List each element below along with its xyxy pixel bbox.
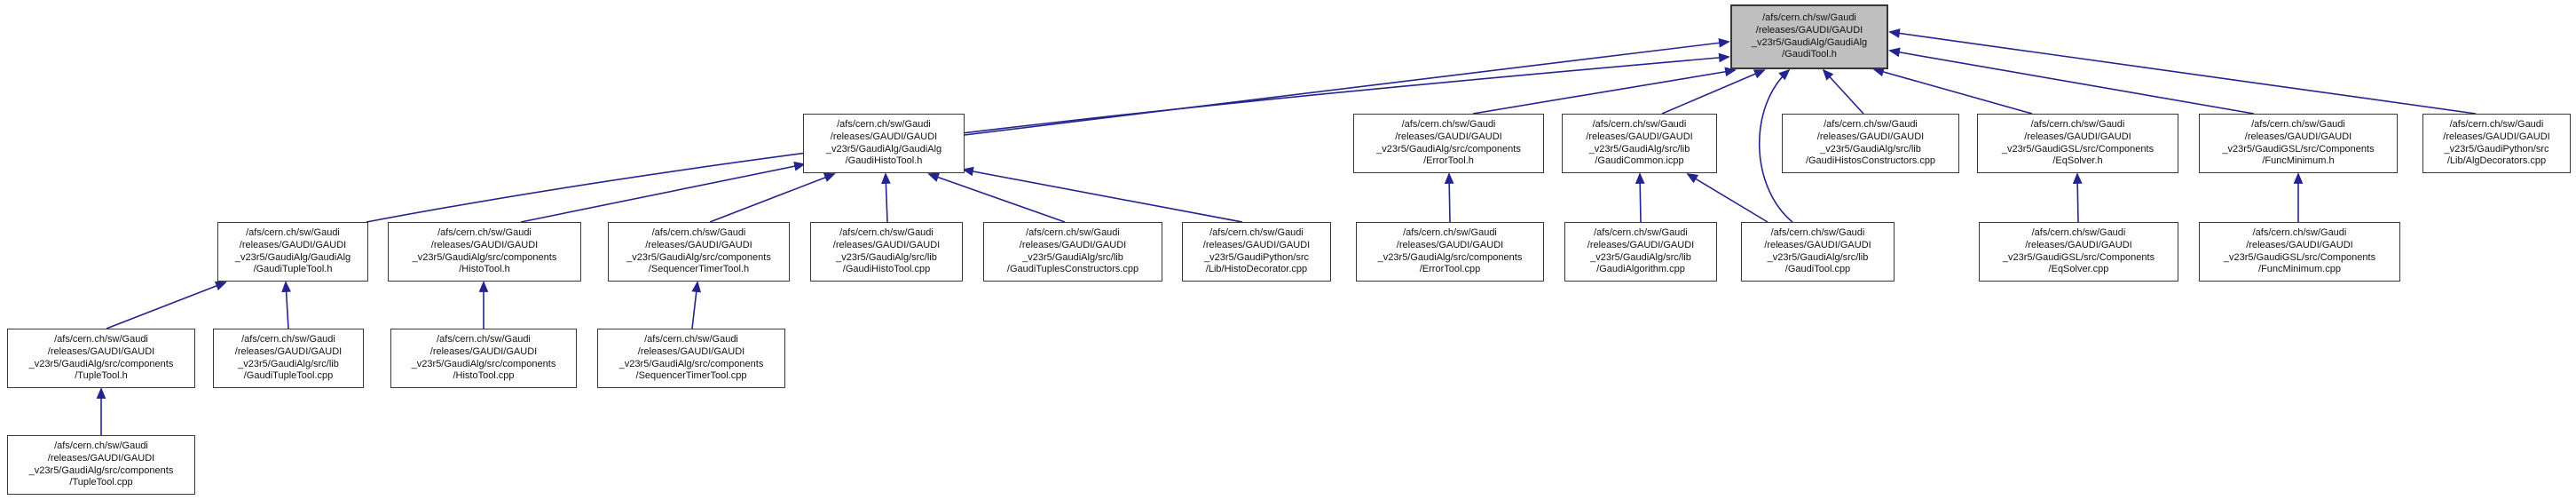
- node-SequencerTimerTool.h[interactable]: /afs/cern.ch/sw/Gaudi /releases/GAUDI/GA…: [608, 222, 790, 282]
- edge-GaudiHistoTool.h-to-GaudiTool.h: [964, 37, 1730, 136]
- node-HistoTool.h[interactable]: /afs/cern.ch/sw/Gaudi /releases/GAUDI/GA…: [388, 222, 581, 282]
- edge-GaudiHistosConstructors.cpp-to-GaudiTool.h: [1822, 68, 1864, 115]
- node-GaudiTupleTool.h[interactable]: /afs/cern.ch/sw/Gaudi /releases/GAUDI/GA…: [217, 222, 368, 282]
- node-GaudiTupleTool.cpp[interactable]: /afs/cern.ch/sw/Gaudi /releases/GAUDI/GA…: [213, 329, 364, 388]
- node-ErrorTool.cpp[interactable]: /afs/cern.ch/sw/Gaudi /releases/GAUDI/GA…: [1356, 222, 1544, 282]
- edge-HistoDecorator.cpp-to-GaudiHistoTool.h: [962, 166, 1243, 223]
- edge-EqSolver.h-to-GaudiTool.h: [1872, 67, 2033, 115]
- node-HistoDecorator.cpp[interactable]: /afs/cern.ch/sw/Gaudi /releases/GAUDI/GA…: [1182, 222, 1331, 282]
- node-GaudiCommon.icpp[interactable]: /afs/cern.ch/sw/Gaudi /releases/GAUDI/GA…: [1562, 114, 1717, 173]
- edge-GaudiTupleTool.h-to-GaudiTool.h: [366, 52, 1730, 223]
- edge-GaudiHistoTool.cpp-to-GaudiHistoTool.h: [881, 172, 891, 223]
- edge-AlgDecorators.cpp-to-GaudiTool.h: [1888, 28, 2477, 115]
- node-AlgDecorators.cpp[interactable]: /afs/cern.ch/sw/Gaudi /releases/GAUDI/GA…: [2422, 114, 2571, 173]
- node-FuncMinimum.cpp[interactable]: /afs/cern.ch/sw/Gaudi /releases/GAUDI/GA…: [2199, 222, 2400, 282]
- edge-SequencerTimerTool.h-to-GaudiHistoTool.h: [709, 172, 836, 223]
- edge-TupleTool.h-to-GaudiTupleTool.h: [106, 281, 227, 329]
- edge-GaudiAlgorithm.cpp-to-GaudiCommon.icpp: [1635, 172, 1645, 223]
- node-HistoTool.cpp[interactable]: /afs/cern.ch/sw/Gaudi /releases/GAUDI/GA…: [390, 329, 577, 388]
- node-GaudiHistoTool.cpp[interactable]: /afs/cern.ch/sw/Gaudi /releases/GAUDI/GA…: [810, 222, 963, 282]
- edge-GaudiTool.cpp-to-GaudiCommon.icpp: [1686, 173, 1769, 223]
- edge-FuncMinimum.h-to-GaudiTool.h: [1888, 47, 2255, 115]
- edge-ErrorTool.cpp-to-ErrorTool.h: [1444, 172, 1454, 223]
- node-GaudiTool.cpp[interactable]: /afs/cern.ch/sw/Gaudi /releases/GAUDI/GA…: [1741, 222, 1895, 282]
- node-GaudiAlgorithm.cpp[interactable]: /afs/cern.ch/sw/Gaudi /releases/GAUDI/GA…: [1564, 222, 1717, 282]
- node-GaudiTool.h[interactable]: /afs/cern.ch/sw/Gaudi /releases/GAUDI/GA…: [1730, 4, 1888, 69]
- node-GaudiHistosConstructors.cpp[interactable]: /afs/cern.ch/sw/Gaudi /releases/GAUDI/GA…: [1782, 114, 1959, 173]
- edge-ErrorTool.h-to-GaudiTool.h: [1472, 67, 1737, 115]
- node-TupleTool.h[interactable]: /afs/cern.ch/sw/Gaudi /releases/GAUDI/GA…: [7, 329, 195, 388]
- edge-EqSolver.cpp-to-EqSolver.h: [2072, 172, 2083, 223]
- node-GaudiTuplesConstructors.cpp[interactable]: /afs/cern.ch/sw/Gaudi /releases/GAUDI/GA…: [983, 222, 1162, 282]
- node-SequencerTimerTool.cpp[interactable]: /afs/cern.ch/sw/Gaudi /releases/GAUDI/GA…: [597, 329, 785, 388]
- edge-HistoTool.h-to-GaudiHistoTool.h: [520, 161, 806, 223]
- edge-GaudiTool.cpp-to-GaudiTool.h: [1758, 68, 1793, 223]
- node-FuncMinimum.h[interactable]: /afs/cern.ch/sw/Gaudi /releases/GAUDI/GA…: [2199, 114, 2398, 173]
- edge-SequencerTimerTool.cpp-to-SequencerTimerTool.h: [691, 281, 702, 329]
- edge-GaudiTuplesConstructors.cpp-to-GaudiHistoTool.h: [927, 172, 1066, 223]
- edge-GaudiCommon.icpp-to-GaudiTool.h: [1661, 69, 1766, 115]
- edge-GaudiTupleTool.cpp-to-GaudiTupleTool.h: [281, 281, 291, 329]
- node-TupleTool.cpp[interactable]: /afs/cern.ch/sw/Gaudi /releases/GAUDI/GA…: [7, 435, 195, 495]
- node-ErrorTool.h[interactable]: /afs/cern.ch/sw/Gaudi /releases/GAUDI/GA…: [1353, 114, 1544, 173]
- node-EqSolver.cpp[interactable]: /afs/cern.ch/sw/Gaudi /releases/GAUDI/GA…: [1979, 222, 2178, 282]
- node-EqSolver.h[interactable]: /afs/cern.ch/sw/Gaudi /releases/GAUDI/GA…: [1977, 114, 2178, 173]
- node-GaudiHistoTool.h[interactable]: /afs/cern.ch/sw/Gaudi /releases/GAUDI/GA…: [803, 114, 965, 173]
